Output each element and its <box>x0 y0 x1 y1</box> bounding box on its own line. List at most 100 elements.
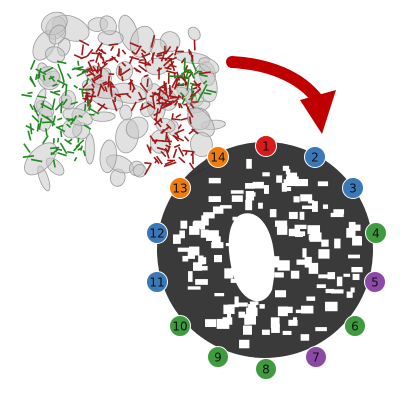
protein-helix <box>187 26 201 41</box>
matrix-gap <box>199 225 206 230</box>
matrix-gap <box>308 262 319 274</box>
ligand-red-stick <box>165 131 168 141</box>
residue-node: 11 <box>146 271 168 293</box>
ligand-red-stick <box>109 56 116 61</box>
residue-node-circle <box>255 135 277 157</box>
matrix-gap <box>336 276 343 287</box>
matrix-gap <box>214 254 222 263</box>
ligand-green-stick <box>77 60 80 66</box>
residue-node-label: 12 <box>149 227 164 241</box>
matrix-gap <box>271 323 280 333</box>
matrix-gap <box>230 190 244 194</box>
ligand-red-stick <box>121 49 127 55</box>
ligand-green-stick <box>51 115 57 127</box>
ligand-green-stick <box>36 123 40 132</box>
ligand-red-stick <box>111 55 119 63</box>
ligand-green-stick <box>25 124 35 131</box>
matrix-gap <box>214 292 225 297</box>
ligand-green-stick <box>69 115 78 126</box>
ligand-red-stick <box>117 92 129 96</box>
ligand-red-stick <box>177 124 182 130</box>
ligand-red-stick <box>151 91 156 96</box>
matrix-gap <box>206 230 219 241</box>
ligand-red-stick <box>87 61 94 73</box>
ligand-green-stick <box>82 150 87 157</box>
matrix-gap <box>293 317 298 322</box>
matrix-gap <box>276 175 283 183</box>
matrix-gap <box>293 196 300 203</box>
ligand-green-stick <box>56 137 60 143</box>
matrix-gap <box>355 235 361 241</box>
matrix-gap <box>231 195 243 202</box>
matrix-gap <box>282 165 290 171</box>
ligand-green-stick <box>59 142 68 155</box>
ligand-green-stick <box>30 158 43 163</box>
matrix-gap <box>234 296 239 308</box>
matrix-gap <box>290 270 300 279</box>
matrix-gap <box>223 304 231 315</box>
protein-helix <box>99 15 117 36</box>
protein-helix <box>125 116 149 139</box>
matrix-gap <box>212 206 224 214</box>
ligand-green-stick <box>52 83 58 87</box>
residue-node: 7 <box>305 346 327 368</box>
matrix-gap <box>286 176 299 187</box>
ligand-red-stick <box>153 156 160 165</box>
protein-helix <box>84 133 95 165</box>
protein-helix <box>24 142 57 176</box>
matrix-gap <box>317 181 329 187</box>
ligand-red-stick <box>144 162 152 165</box>
matrix-gap <box>252 181 264 189</box>
residue-node-label: 3 <box>349 182 357 196</box>
ligand-red-stick <box>97 103 106 113</box>
ligand-red-stick <box>135 45 142 55</box>
matrix-gap <box>274 220 288 227</box>
ligand-red-stick <box>131 88 135 93</box>
ligand-green-stick <box>179 92 186 98</box>
ligand-red-stick <box>98 48 107 55</box>
ligand-red-stick <box>162 101 167 106</box>
ligand-green-stick <box>49 90 61 96</box>
matrix-gap <box>309 232 322 242</box>
matrix-gap <box>269 209 277 218</box>
ligand-red-stick <box>130 101 137 112</box>
ligand-red-stick <box>172 135 180 142</box>
ligand-green-stick <box>55 148 63 151</box>
matrix-gap <box>225 242 230 247</box>
matrix-gap <box>296 259 309 265</box>
ligand-red-stick <box>183 73 187 86</box>
ligand-green-stick <box>51 98 56 110</box>
residue-node-circle <box>304 146 326 168</box>
matrix-gap <box>179 230 185 239</box>
ligand-green-stick <box>66 73 72 80</box>
ligand-green-stick <box>32 105 40 117</box>
ligand-green-stick <box>54 90 61 93</box>
ligand-red-stick <box>89 59 95 62</box>
ligand-red-stick <box>179 74 189 85</box>
ligand-red-stick <box>99 83 106 92</box>
matrix-gap <box>212 236 221 247</box>
ligand-red-stick <box>95 53 100 63</box>
protein-helix <box>60 90 77 110</box>
ligand-green-stick <box>23 143 31 154</box>
residue-node-circle <box>342 177 364 199</box>
ligand-green-stick <box>181 98 186 105</box>
matrix-gap <box>246 158 252 169</box>
matrix-gap <box>288 211 298 219</box>
matrix-gap <box>203 212 215 219</box>
ligand-red-stick <box>163 98 172 104</box>
matrix-gap <box>201 215 209 226</box>
protein-helix <box>190 131 213 158</box>
ligand-red-stick <box>144 163 152 176</box>
matrix-gap <box>245 199 253 211</box>
residue-node-label: 11 <box>149 276 164 290</box>
residue-node-label: 8 <box>262 363 270 377</box>
ligand-green-stick <box>46 116 56 126</box>
residue-node: 14 <box>207 146 229 168</box>
ligand-red-stick <box>157 90 161 101</box>
ligand-green-stick <box>56 60 67 65</box>
matrix-gap <box>188 271 193 282</box>
ligand-red-stick <box>174 82 181 89</box>
residue-node: 1 <box>255 135 277 157</box>
